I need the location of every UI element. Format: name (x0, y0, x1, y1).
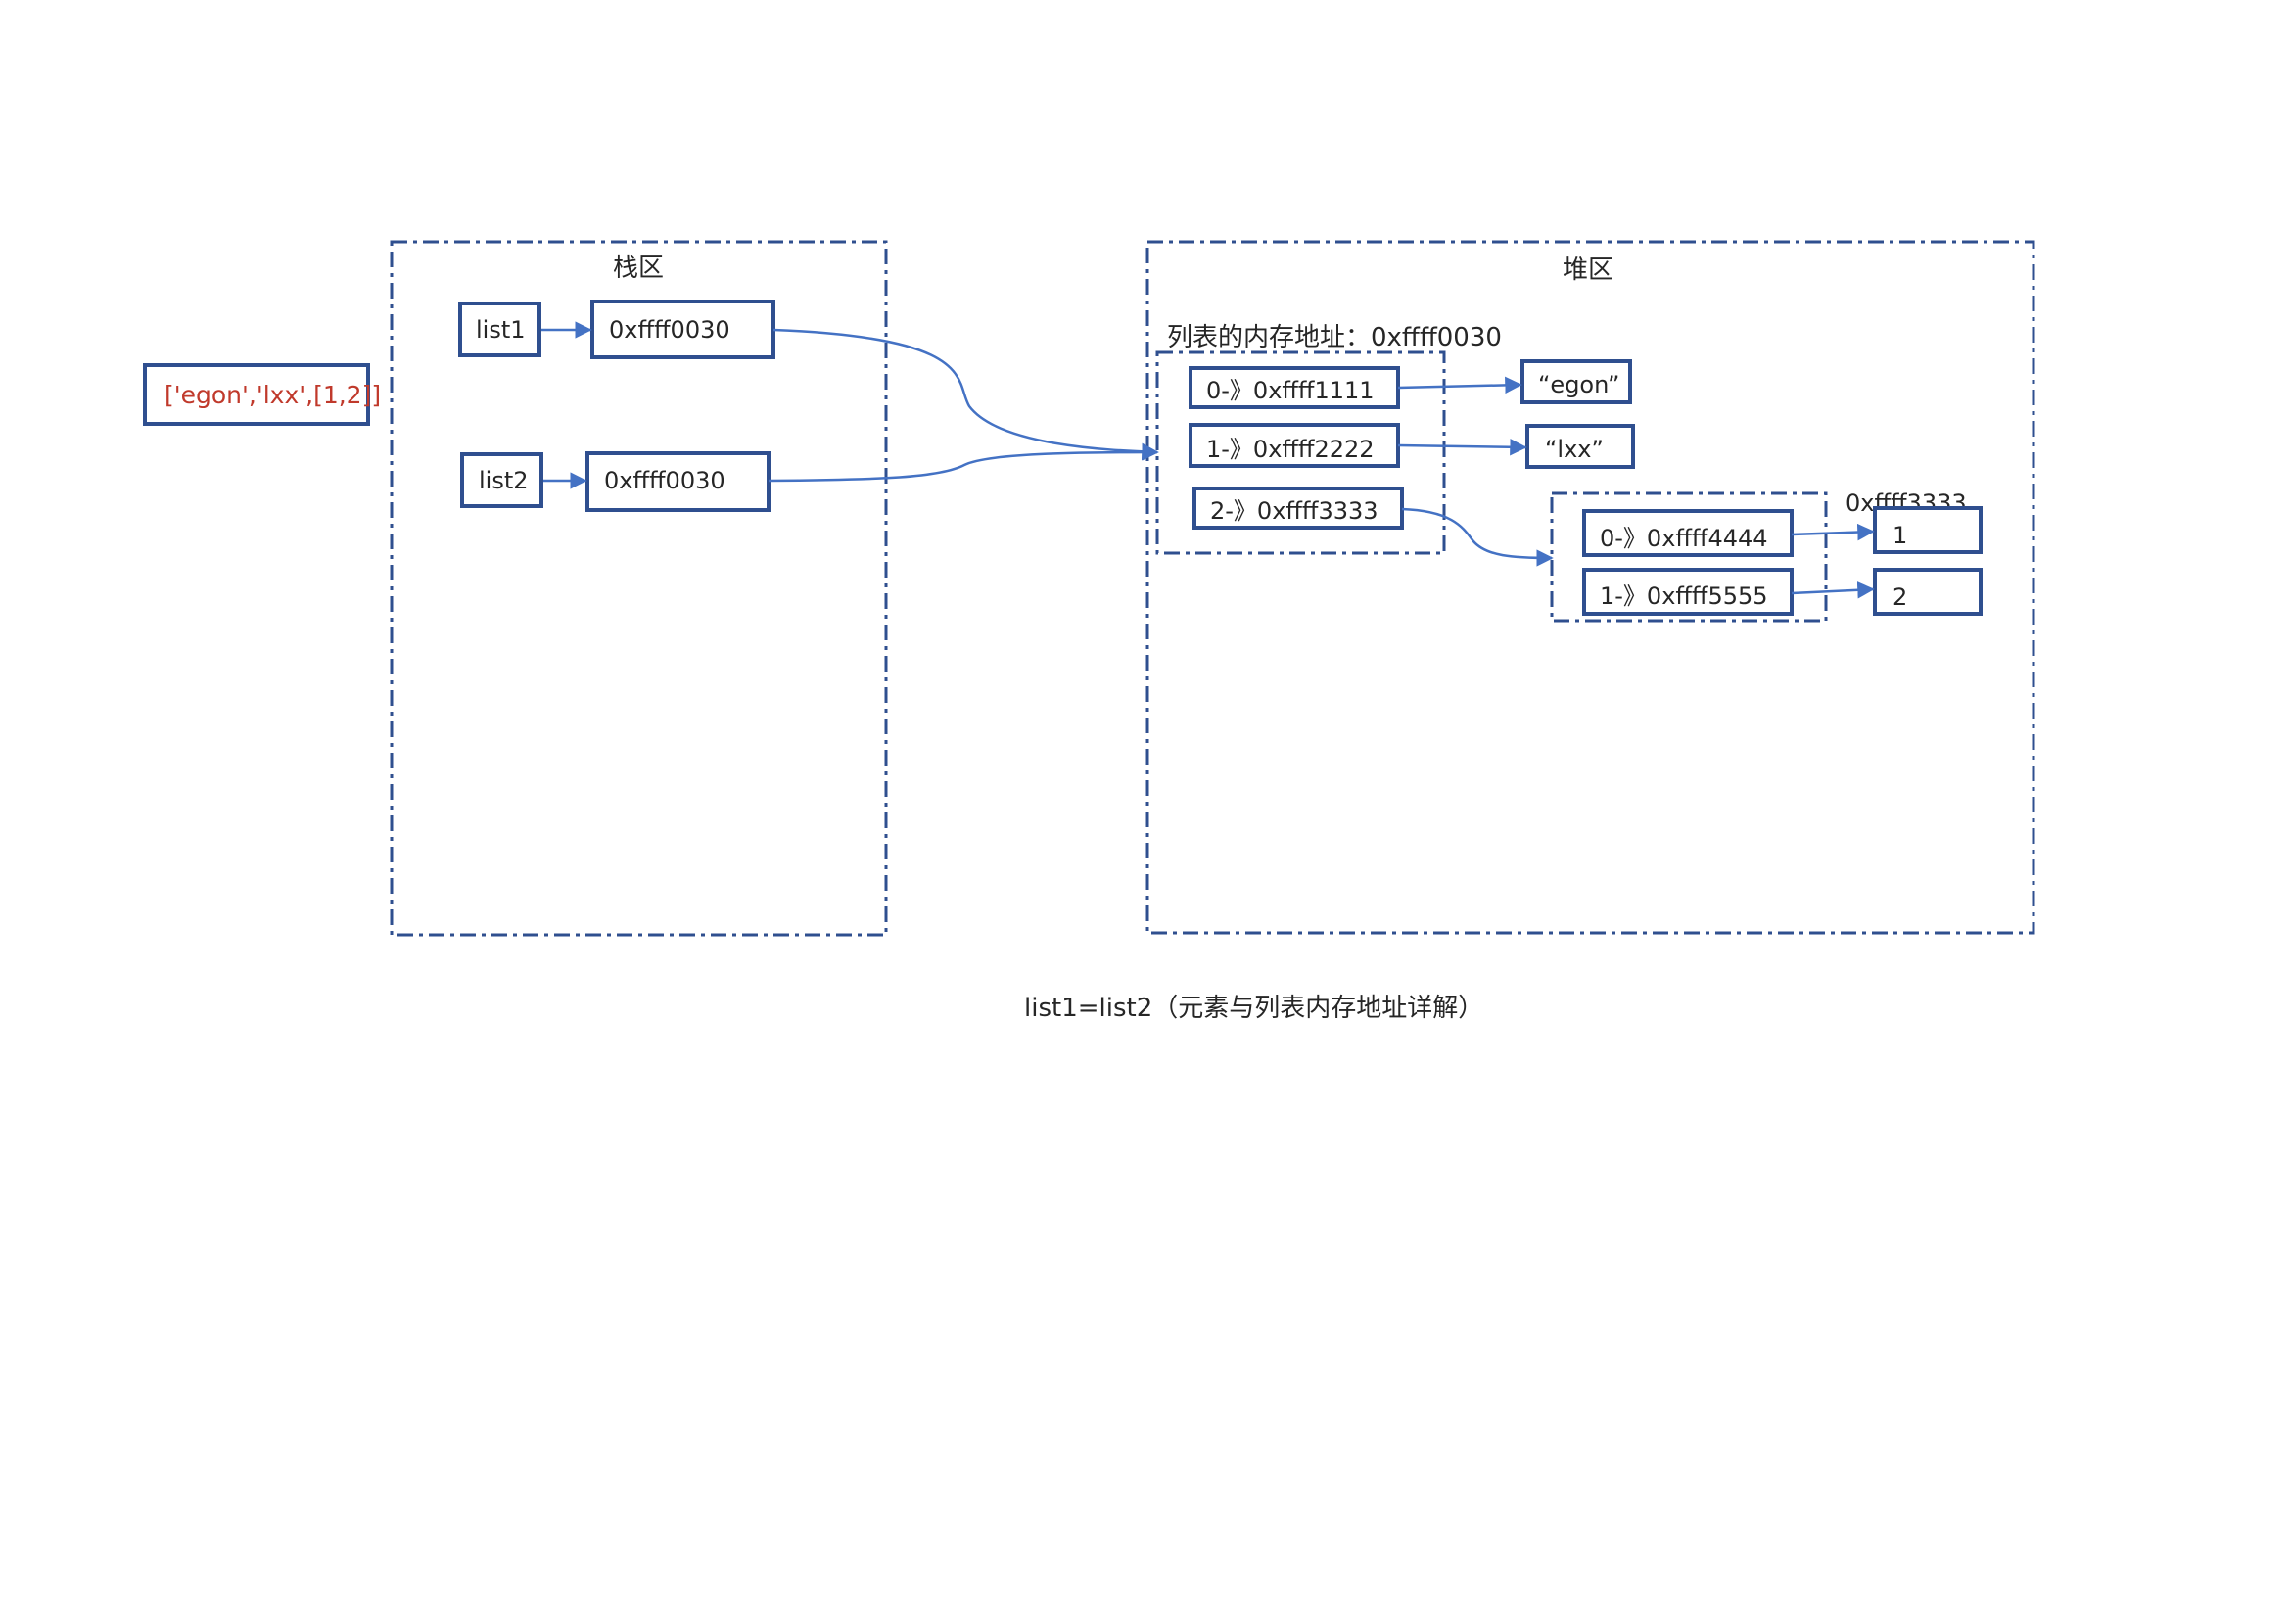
var-name: list1 (476, 316, 526, 344)
value-1: 1 (1873, 506, 1983, 554)
var-address: 0xffff0030 (604, 467, 725, 494)
value-2: 2 (1873, 568, 1983, 616)
slot-text: 1-》0xffff2222 (1206, 436, 1375, 463)
outer-slot-1: 1-》0xffff2222 (1189, 423, 1400, 468)
arrow-slot0-to-egon (1397, 376, 1522, 394)
list-literal-text: ['egon','lxx',[1,2]] (164, 381, 381, 409)
stack-ref-list2: 0xffff0030 (585, 451, 771, 512)
inner-slot-1: 1-》0xffff5555 (1582, 568, 1794, 616)
value-egon: “egon” (1520, 359, 1632, 404)
var-address: 0xffff0030 (609, 316, 730, 344)
stack-var-list1: list1 (458, 302, 541, 357)
outer-slot-2: 2-》0xffff3333 (1192, 487, 1404, 530)
slot-text: 2-》0xffff3333 (1210, 497, 1379, 525)
stack-ref-list1: 0xffff0030 (590, 300, 775, 359)
value-text: 1 (1893, 522, 1907, 549)
heap-zone-title: 堆区 (1563, 255, 1613, 285)
stack-zone-title: 栈区 (613, 254, 664, 283)
arrow-list2-to-heap (768, 443, 1159, 483)
slot-text: 0-》0xffff4444 (1600, 525, 1768, 552)
heap-zone: 堆区 列表的内存地址：0xffff0030 0-》0xffff1111 1-》0… (1145, 240, 2035, 935)
outer-list-caption: 列表的内存地址：0xffff0030 (1167, 323, 1502, 352)
outer-slot-0: 0-》0xffff1111 (1189, 366, 1400, 409)
arrow-inner1-to-2 (1791, 581, 1875, 599)
stack-zone: 栈区 list1 0xffff0030 list2 0xffff0030 (390, 240, 888, 937)
inner-slot-0: 0-》0xffff4444 (1582, 509, 1794, 557)
list-literal-box: ['egon','lxx',[1,2]] (143, 363, 381, 426)
arrow-slot1-to-lxx (1397, 439, 1527, 456)
value-text: 2 (1893, 583, 1907, 611)
diagram-caption: list1=list2（元素与列表内存地址详解） (1024, 994, 1483, 1023)
value-text: “egon” (1538, 371, 1619, 398)
arrow-list1-to-heap (772, 328, 1159, 461)
arrow-inner0-to-1 (1791, 523, 1875, 541)
var-name: list2 (479, 467, 529, 494)
arrows (541, 321, 1875, 599)
arrow-slot2-to-inner (1401, 507, 1554, 567)
outer-list-container (1155, 350, 1446, 555)
value-lxx: “lxx” (1525, 424, 1635, 469)
value-text: “lxx” (1545, 436, 1604, 463)
inner-list-container (1550, 491, 1828, 623)
stack-var-list2: list2 (460, 452, 543, 508)
slot-text: 0-》0xffff1111 (1206, 377, 1375, 404)
slot-text: 1-》0xffff5555 (1600, 582, 1768, 610)
